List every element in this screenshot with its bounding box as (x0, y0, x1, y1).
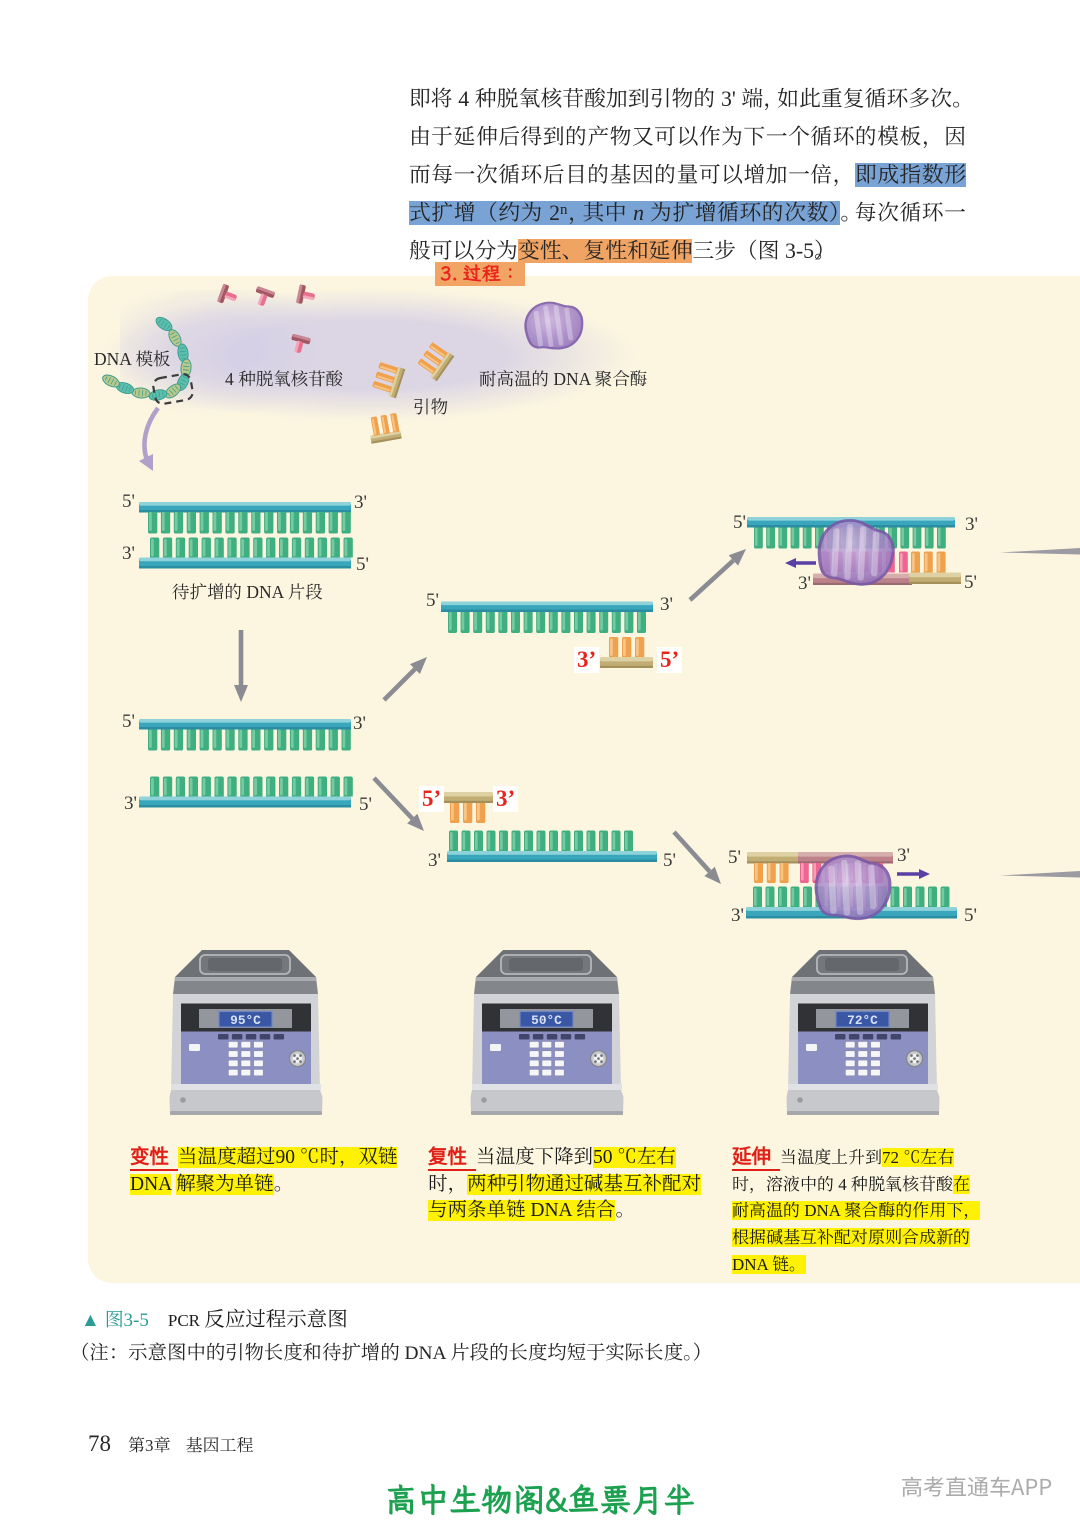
svg-text:95°C: 95°C (230, 1013, 261, 1028)
svg-text:72°C: 72°C (847, 1013, 878, 1028)
svg-text:50°C: 50°C (531, 1013, 562, 1028)
